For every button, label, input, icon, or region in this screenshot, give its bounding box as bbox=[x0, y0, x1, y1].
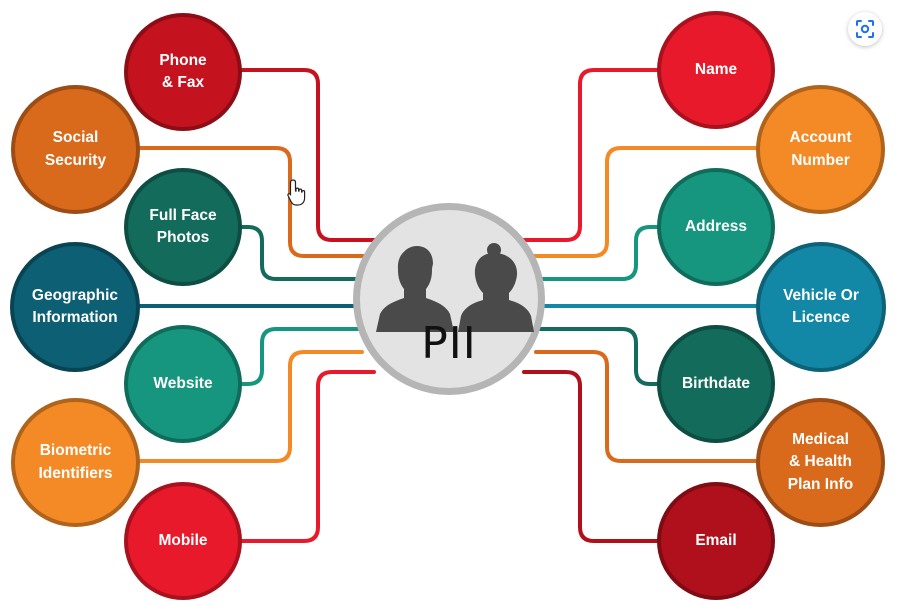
connector-phone-fax bbox=[238, 68, 378, 242]
connector-mobile bbox=[238, 370, 376, 543]
node-birthdate[interactable]: Birthdate bbox=[657, 325, 775, 443]
pii-hub[interactable]: PII bbox=[353, 203, 545, 395]
node-label: Social Security bbox=[44, 129, 107, 169]
hub-title: PII bbox=[421, 318, 477, 369]
node-address[interactable]: Address bbox=[657, 168, 775, 286]
connector-medical-health-plan-info bbox=[534, 350, 760, 463]
node-full-face-photos[interactable]: Full Face Photos bbox=[124, 168, 242, 286]
node-account-number[interactable]: Account Number bbox=[756, 85, 885, 214]
visual-search-button[interactable] bbox=[848, 12, 882, 46]
node-label: Account Number bbox=[789, 129, 852, 169]
node-label: Address bbox=[684, 217, 748, 235]
node-label: Email bbox=[695, 531, 737, 549]
node-website[interactable]: Website bbox=[124, 325, 242, 443]
node-label: Full Face Photos bbox=[149, 206, 217, 246]
node-label: Mobile bbox=[158, 531, 208, 549]
node-vehicle-or-licence[interactable]: Vehicle Or Licence bbox=[756, 242, 886, 372]
node-social-security[interactable]: Social Security bbox=[11, 85, 140, 214]
connector-address bbox=[538, 225, 661, 281]
connector-name bbox=[520, 68, 661, 242]
node-medical-health-plan-info[interactable]: Medical & Health Plan Info bbox=[756, 398, 885, 527]
node-label: Birthdate bbox=[681, 374, 751, 392]
node-biometric-identifiers[interactable]: Biometric Identifiers bbox=[11, 398, 140, 527]
connector-biometric-identifiers bbox=[138, 350, 364, 463]
hand-pointer-icon bbox=[287, 179, 306, 206]
node-geographic-information[interactable]: Geographic Information bbox=[10, 242, 140, 372]
node-phone-fax[interactable]: Phone & Fax bbox=[124, 13, 242, 131]
node-label: Name bbox=[694, 60, 738, 78]
node-name[interactable]: Name bbox=[657, 11, 775, 129]
node-label: Phone & Fax bbox=[159, 51, 207, 91]
connector-website bbox=[238, 327, 360, 386]
node-label: Vehicle Or Licence bbox=[783, 286, 859, 326]
node-label: Biometric Identifiers bbox=[38, 442, 113, 482]
connector-email bbox=[522, 370, 661, 543]
node-label: Website bbox=[153, 374, 213, 392]
node-email[interactable]: Email bbox=[657, 482, 775, 600]
connector-full-face-photos bbox=[238, 225, 360, 281]
node-label: Medical & Health Plan Info bbox=[787, 430, 854, 493]
connector-social-security bbox=[138, 146, 367, 258]
two-people-icon bbox=[376, 243, 534, 332]
node-mobile[interactable]: Mobile bbox=[124, 482, 242, 600]
visual-search-icon bbox=[856, 20, 874, 38]
connector-account-number bbox=[531, 146, 760, 258]
node-label: Geographic Information bbox=[31, 286, 119, 326]
connector-birthdate bbox=[538, 327, 661, 386]
